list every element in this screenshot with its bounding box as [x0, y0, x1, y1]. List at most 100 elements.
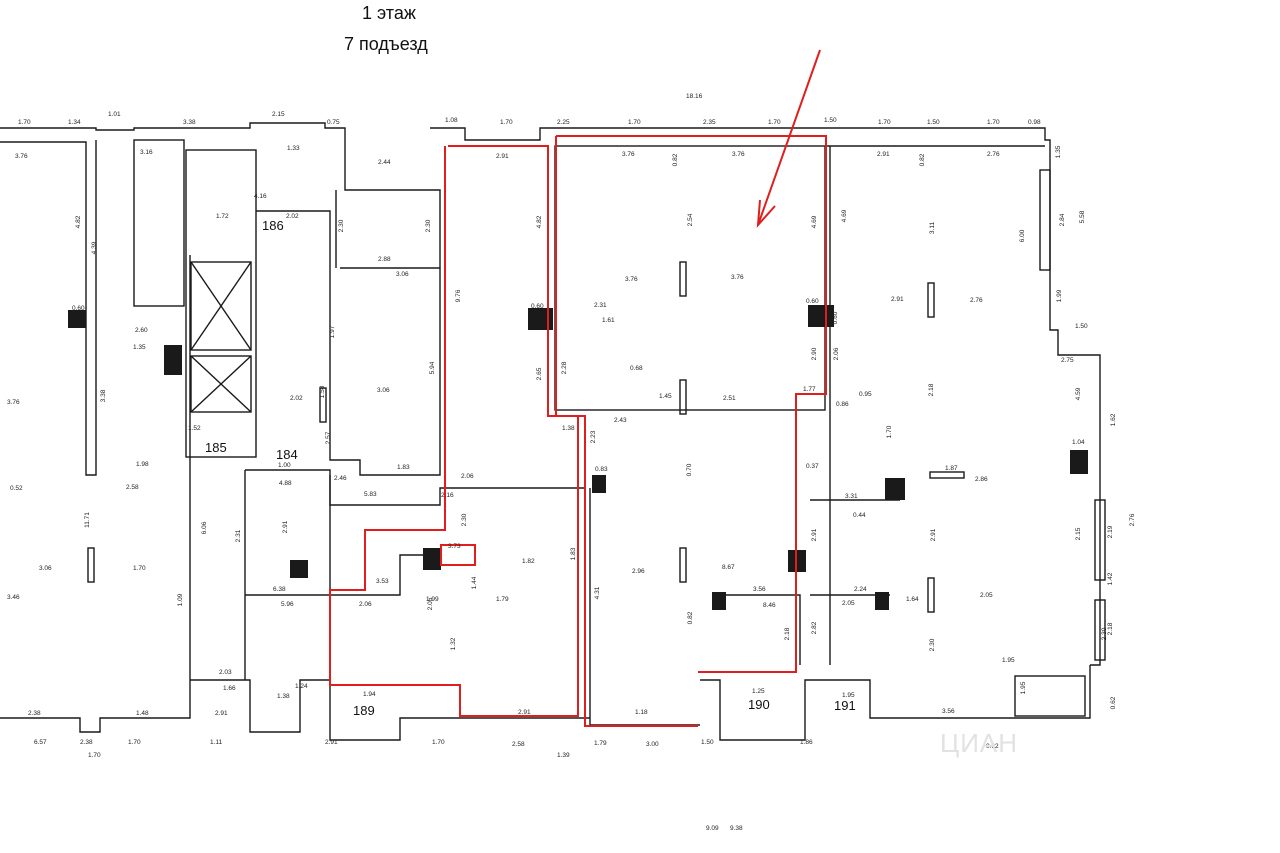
- dimension-label: 1.87: [945, 465, 958, 472]
- dimension-label: 1.52: [188, 425, 201, 432]
- dimension-label: 3.16: [140, 149, 153, 156]
- dimension-label: 1.95: [842, 692, 855, 699]
- dimension-label: 1.72: [216, 213, 229, 220]
- entrance-title: 7 подъезд: [344, 34, 428, 54]
- red-arrow-head: [756, 199, 776, 228]
- dimension-label: 1.18: [635, 709, 648, 716]
- dimension-label: 2.91: [811, 528, 818, 541]
- dimension-label: 2.91: [325, 739, 338, 746]
- dimension-label: 2.02: [290, 395, 303, 402]
- dimension-label: 1.04: [1072, 439, 1085, 446]
- dimension-label: 2.18: [784, 627, 791, 640]
- dimension-label: 1.35: [133, 344, 146, 351]
- room-number-189: 189: [353, 703, 375, 718]
- dimension-label: 2.88: [378, 256, 391, 263]
- dimension-label: 0.83: [595, 466, 608, 473]
- shaft-block: [185, 149, 257, 458]
- dimension-label: 2.91: [518, 709, 531, 716]
- dimension-label: 1.24: [295, 683, 308, 690]
- red-arrow-shaft: [757, 49, 821, 226]
- dimension-label: 2.75: [1061, 357, 1074, 364]
- stub-c: [528, 308, 553, 330]
- dimension-label: 3.31: [845, 493, 858, 500]
- dimension-label: 5.94: [429, 361, 436, 374]
- dimension-label: 1.66: [223, 685, 236, 692]
- dimension-label: 9.38: [730, 825, 743, 832]
- dimension-label: 1.94: [363, 691, 376, 698]
- window-right-3: [1094, 599, 1106, 661]
- wall-184: [245, 469, 331, 680]
- dimension-label: 2.16: [441, 492, 454, 499]
- stub-l: [712, 592, 726, 610]
- column-5: [679, 547, 687, 583]
- dimension-label: 1.38: [277, 693, 290, 700]
- stub-e: [592, 475, 606, 493]
- dimension-label: 8.46: [763, 602, 776, 609]
- dimension-label: 1.08: [445, 117, 458, 124]
- dimension-label: 2.57: [325, 431, 332, 444]
- column-7: [927, 577, 935, 613]
- dimension-label: 2.44: [378, 159, 391, 166]
- highlight-unit-a: [556, 135, 827, 476]
- room-number-190: 190: [748, 697, 770, 712]
- dimension-label: 8.67: [722, 564, 735, 571]
- dimension-label: 1.48: [136, 710, 149, 717]
- dimension-label: 1.79: [594, 740, 607, 747]
- dimension-label: 1.25: [752, 688, 765, 695]
- dimension-label: 4.82: [536, 215, 543, 228]
- walls: [0, 122, 1106, 741]
- dimension-label: 0.62: [986, 743, 999, 750]
- dimension-label: 1.98: [136, 461, 149, 468]
- dimension-label: 2.91: [282, 520, 289, 533]
- red-arrow: [756, 49, 821, 228]
- room-number-191: 191: [834, 698, 856, 713]
- dimension-label: 4.69: [841, 209, 848, 222]
- dimension-label: 2.05: [842, 600, 855, 607]
- wall-bottom-right: [700, 665, 1091, 741]
- stub-h: [290, 560, 308, 578]
- dimension-label: 2.15: [1075, 527, 1082, 540]
- dimension-label: 1.77: [803, 386, 816, 393]
- dimension-label: 2.76: [970, 297, 983, 304]
- unit-frame: [554, 145, 826, 411]
- dimension-label: 2.06: [833, 347, 840, 360]
- dimension-label: 0.82: [919, 153, 926, 166]
- stair-block: [133, 139, 185, 307]
- dimension-label: 3.76: [622, 151, 635, 158]
- dimension-label: 3.76: [625, 276, 638, 283]
- dimension-label: 3.76: [7, 399, 20, 406]
- dimension-label: 1.61: [602, 317, 615, 324]
- dimension-label: 2.38: [80, 739, 93, 746]
- dimension-label: 2.51: [723, 395, 736, 402]
- dimension-label: 2.35: [703, 119, 716, 126]
- wall-bottom-mid: [190, 679, 590, 741]
- dimension-label: 2.15: [272, 111, 285, 118]
- dimension-label: 2.31: [594, 302, 607, 309]
- dimension-label: 2.91: [891, 296, 904, 303]
- stub-b: [164, 345, 182, 375]
- column-8: [929, 471, 965, 479]
- dimension-label: 2.30: [461, 513, 468, 526]
- dimension-label: 3.56: [753, 586, 766, 593]
- dimension-label: 0.75: [327, 119, 340, 126]
- dimension-label: 2.05: [980, 592, 993, 599]
- stub-a: [68, 310, 86, 328]
- dimension-label: 1.45: [659, 393, 672, 400]
- dimension-label: 2.03: [219, 669, 232, 676]
- dimension-label: 2.28: [561, 361, 568, 374]
- dimension-label: 0.60: [531, 303, 544, 310]
- dimension-label: 2.30: [1101, 627, 1108, 640]
- dimension-label: 6.06: [201, 521, 208, 534]
- dimension-label: 2.58: [512, 741, 525, 748]
- window-right-2: [1094, 499, 1106, 581]
- column-4: [679, 379, 687, 415]
- wall-top-mid: [430, 127, 552, 141]
- highlight-unit-a-bottom: [698, 476, 797, 673]
- wall-190-left: [589, 488, 700, 726]
- dimension-label: 2.23: [590, 430, 597, 443]
- dimension-label: 1.70: [886, 425, 893, 438]
- dimension-label: 1.62: [1110, 413, 1117, 426]
- dimension-label: 1.70: [18, 119, 31, 126]
